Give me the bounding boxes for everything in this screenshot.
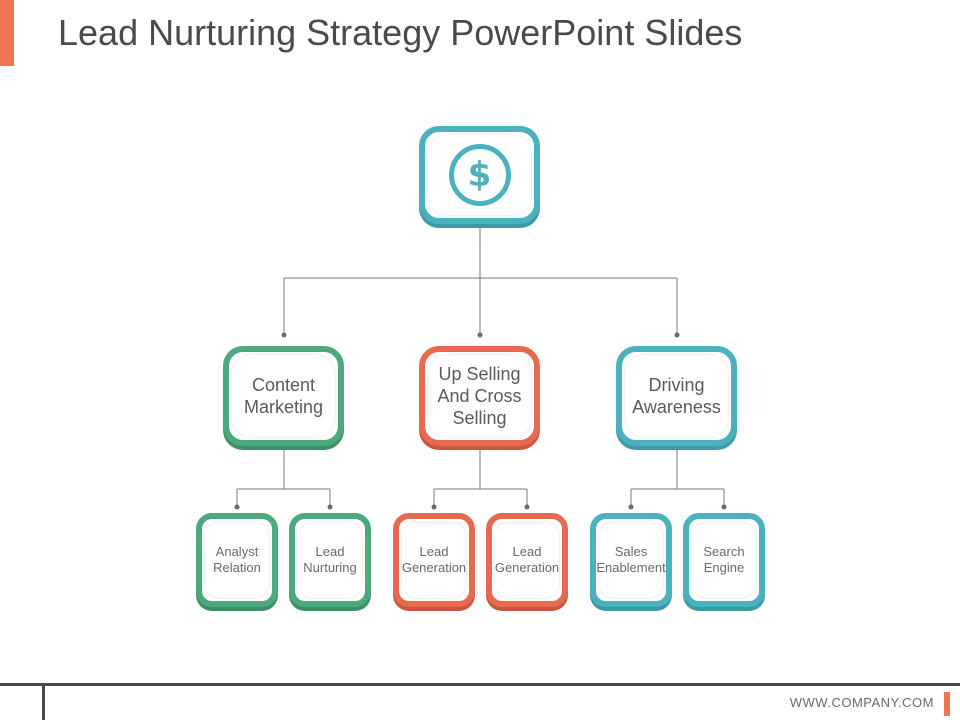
- node-label: Driving Awareness: [632, 375, 721, 417]
- footer-tick: [42, 686, 45, 720]
- node-label: Content Marketing: [243, 375, 324, 417]
- leaf-label: Analyst Relation: [213, 544, 261, 575]
- leaf-lead-generation: Lead Generation: [486, 513, 568, 607]
- leaf-analyst-relation: Analyst Relation: [196, 513, 278, 607]
- leaf-lead-generation: Lead Generation: [393, 513, 475, 607]
- node-up-selling-cross-selling: Up Selling And Cross Selling: [419, 346, 540, 446]
- root-node: $: [419, 126, 540, 224]
- leaf-sales-enablement: Sales Enablement: [590, 513, 672, 607]
- leaf-label: Lead Generation: [401, 544, 467, 575]
- slide-title: Lead Nurturing Strategy PowerPoint Slide…: [58, 12, 743, 53]
- node-label: Up Selling And Cross Selling: [437, 364, 522, 428]
- footer-divider: [0, 683, 960, 686]
- leaf-label: Search Engine: [703, 544, 745, 575]
- dollar-icon: $: [448, 144, 511, 206]
- node-driving-awareness: Driving Awareness: [616, 346, 737, 446]
- leaf-label: Lead Generation: [494, 544, 560, 575]
- leaf-lead-nurturing: Lead Nurturing: [289, 513, 371, 607]
- leaf-label: Lead Nurturing: [303, 544, 357, 575]
- title-accent-bar: [0, 0, 14, 66]
- leaf-label: Sales Enablement: [596, 544, 666, 575]
- footer-url[interactable]: WWW.COMPANY.COM: [789, 695, 934, 710]
- leaf-search-engine: Search Engine: [683, 513, 765, 607]
- footer-accent-bar: [944, 692, 950, 716]
- node-content-marketing: Content Marketing: [223, 346, 344, 446]
